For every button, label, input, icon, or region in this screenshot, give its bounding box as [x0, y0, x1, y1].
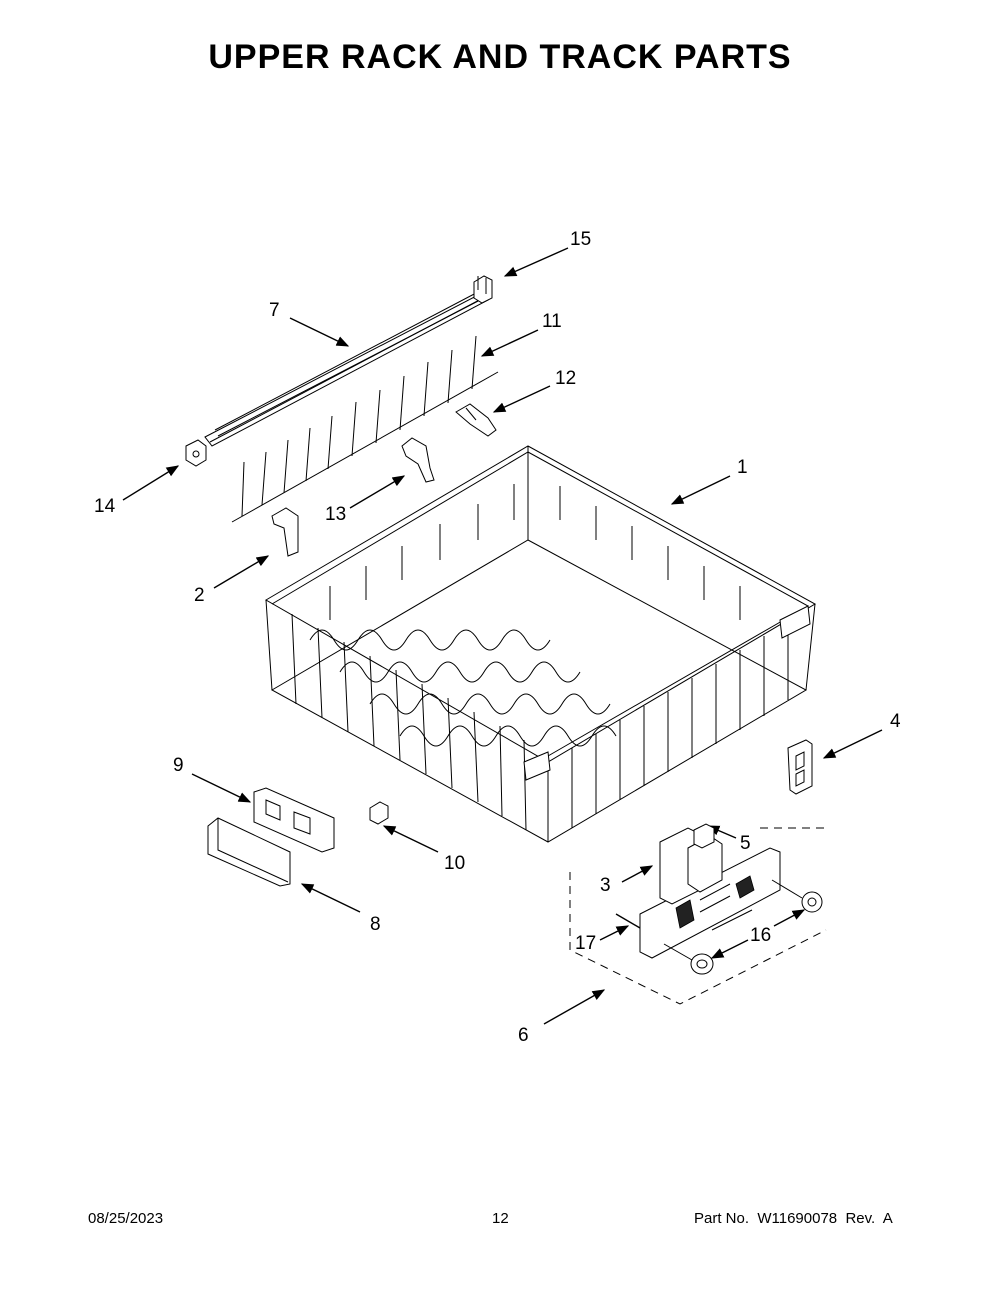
arrow-11 [480, 329, 539, 357]
arrow-14 [122, 465, 180, 501]
arrow-2 [213, 555, 270, 589]
footer-date: 08/25/2023 [88, 1210, 164, 1227]
callout-6: 6 [518, 1025, 529, 1046]
callout-15: 15 [570, 229, 592, 250]
arrow-17 [599, 925, 630, 941]
rack-side-clip [787, 739, 813, 795]
tine-clip-rear [455, 403, 497, 437]
arrow-10 [382, 825, 439, 853]
callout-3: 3 [600, 875, 611, 896]
callout-16: 16 [750, 925, 772, 946]
arrow-7 [289, 317, 350, 347]
wheel-front [690, 953, 714, 975]
front-track-stop [185, 439, 207, 467]
callout-13: 13 [325, 504, 347, 525]
arrow-6 [543, 989, 606, 1025]
arrow-1 [670, 475, 731, 505]
screw [369, 801, 389, 825]
track-rail [204, 291, 489, 447]
arrow-4 [822, 729, 883, 759]
tine-clip-front [271, 507, 299, 557]
footer-part-number: Part No. W11690078 Rev. A [694, 1210, 893, 1227]
arrow-9 [191, 773, 252, 803]
arrow-3 [621, 865, 654, 883]
upper-rack [265, 445, 817, 843]
callout-5: 5 [740, 833, 751, 854]
callout-4: 4 [890, 711, 901, 732]
adjuster-assembly [569, 823, 827, 1005]
tine-clip-center [401, 437, 435, 483]
arrow-8 [300, 883, 361, 913]
arrow-15 [503, 247, 569, 277]
arrow-12 [492, 385, 551, 413]
page-title: UPPER RACK AND TRACK PARTS [208, 38, 792, 76]
arrow-16b [773, 909, 806, 927]
callout-10: 10 [444, 853, 466, 874]
callout-2: 2 [194, 585, 205, 606]
callout-17: 17 [575, 933, 597, 954]
tine-row [231, 335, 499, 523]
arrow-16a [710, 939, 749, 959]
pin [615, 913, 641, 929]
callout-1: 1 [737, 457, 748, 478]
handle-cover [207, 817, 291, 887]
rear-track-stop [473, 275, 493, 304]
arrow-13 [349, 475, 406, 509]
handle-bracket [253, 787, 335, 853]
callout-7: 7 [269, 300, 280, 321]
footer-page-number: 12 [492, 1210, 509, 1227]
callout-11: 11 [542, 311, 562, 332]
leader-arrows [122, 247, 883, 1025]
callout-8: 8 [370, 914, 381, 935]
callout-12: 12 [555, 368, 577, 389]
wheel-rear [801, 891, 823, 913]
callout-9: 9 [173, 755, 184, 776]
callout-14: 14 [94, 496, 116, 517]
